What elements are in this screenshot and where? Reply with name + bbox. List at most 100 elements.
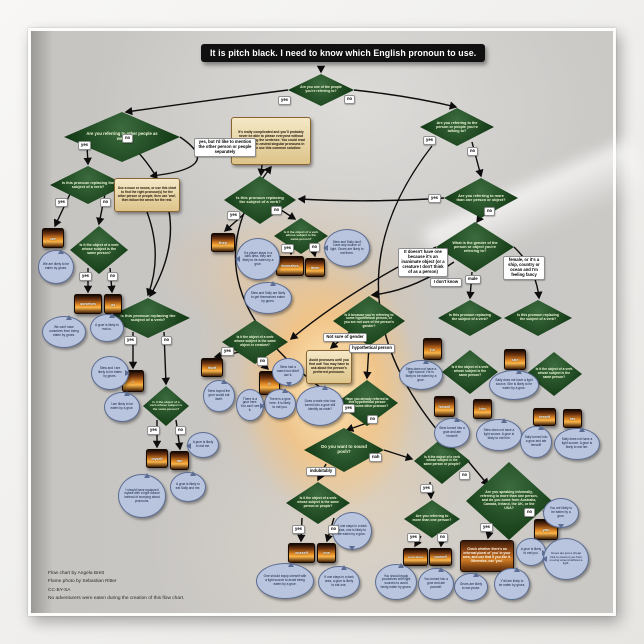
flow-arrow <box>383 449 414 462</box>
bubble-tail <box>472 569 479 577</box>
bubble-tail <box>501 415 508 423</box>
bubble-tail <box>513 564 520 572</box>
bubble-them-example: Stew and Sally don't have any source of … <box>323 229 370 267</box>
bubble-tail <box>341 562 347 570</box>
decision-hypothetical-or-unsure-text: Is it because you're referring to some h… <box>343 312 395 328</box>
bubble-you-example-2-text: A grue is likely to eat you. <box>520 547 542 555</box>
result-ourselves-text: ourselves <box>80 302 96 306</box>
decision-more-than-one-text: Are you referring to more than one perso… <box>456 193 506 202</box>
branch-label: no <box>100 198 112 207</box>
bubble-themselves-example: Stew and Sally are likely to get themsel… <box>244 281 292 314</box>
bubble-tail <box>281 385 288 393</box>
branch-label: yes <box>278 96 291 105</box>
bubble-him-example-text: Stew does not have a light source. A gru… <box>483 428 515 440</box>
poster-title: It is pitch black. I need to know which … <box>201 44 486 62</box>
branch-label: no <box>459 471 471 480</box>
bubble-one-example-2-text: If one stays in a dark area, a grue is l… <box>324 575 354 587</box>
bubble-herself-example-text: Sally turned into a grue and ate herself… <box>524 435 548 447</box>
bubble-they-example-text: If a player stays in a dark area, they a… <box>242 250 274 266</box>
bubble-tail <box>260 402 268 409</box>
result-her-text: her <box>569 416 576 421</box>
bubble-oneself-example: One should equip oneself with a light so… <box>256 562 314 599</box>
branch-label: no <box>161 336 173 345</box>
result-myself-text: myself <box>151 456 163 461</box>
result-us-text: us <box>110 301 116 307</box>
result-he-text: he <box>430 346 435 352</box>
bubble-tail <box>285 382 292 390</box>
result-oneself: oneself <box>288 543 315 563</box>
note-really-complicated-text: It's really complicated and you'll proba… <box>237 130 305 150</box>
bubble-it-example-1: Stew had a match but didn't use it. <box>272 358 304 387</box>
result-themselves-text: themselves <box>281 264 299 268</box>
branch-label: yes, but I'd like to mention the other p… <box>194 138 256 157</box>
bubble-he-example-text: Stew does not have a light source. He is… <box>405 366 437 382</box>
branch-label: yes <box>55 198 68 207</box>
flow-arrow <box>146 211 156 297</box>
bubble-tail <box>453 414 460 422</box>
result-herself-text: herself <box>538 415 551 419</box>
branch-label: no <box>524 508 536 517</box>
branch-label: yes <box>124 336 137 345</box>
bubble-we-example: We are likely to be eaten by grues. <box>38 249 74 284</box>
decision-we-reflexive-text: Is it the object of a verb whose subject… <box>79 243 119 255</box>
flow-arrow <box>257 164 266 177</box>
result-yourself: yourself <box>429 548 452 566</box>
note-use-noun-and: Use a noun or nouns, or use this chart t… <box>114 178 180 212</box>
result-i-text: I <box>132 378 134 384</box>
bubble-ourselves-example-text: We can't save ourselves from being eaten… <box>49 325 79 337</box>
decision-they-reflexive-text: Is it the object of a verb whose subject… <box>283 229 319 241</box>
decision-talking-to-text: Are you referring to the person or peopl… <box>436 120 478 134</box>
branch-label: female, or it's a ship, country or ocean… <box>503 256 545 280</box>
result-yourselves: yourselves <box>403 548 428 566</box>
branch-label: yes <box>480 523 493 532</box>
decision-gender-text: What is the gender of the person or obje… <box>452 240 498 254</box>
bubble-tail <box>437 564 444 572</box>
bubble-her-example-text: Sally does not have a light source. A gr… <box>561 437 593 449</box>
branch-label: yes <box>147 426 160 435</box>
bubble-tail <box>66 312 73 320</box>
bubble-tail <box>539 555 547 562</box>
bubble-grue-identify-male-text: Does a male who has turned into a grue s… <box>304 399 336 411</box>
branch-label: Not sure of gender <box>323 333 367 342</box>
credit-line: Flow chart by Angela Brett <box>48 571 104 576</box>
bubble-tail <box>516 366 523 374</box>
branch-label: male <box>465 275 481 284</box>
decision-they-subject-text: Is this pronoun replacing the subject of… <box>236 194 284 204</box>
result-they: they <box>211 233 235 252</box>
bubble-i-example-2: I am likely to be eaten by a grue. <box>104 391 140 422</box>
bubble-it-example-1-text: Stew had a match but didn't use it. <box>276 365 300 377</box>
result-himself: himself <box>434 396 455 417</box>
note-avoid-pronouns-text: Avoid pronouns until you find out! You m… <box>309 358 349 374</box>
branch-label: no <box>271 206 283 215</box>
branch-label: yes <box>221 347 234 356</box>
decision-you-plural-text: Are you referring to more than one perso… <box>412 514 452 522</box>
decision-he-subject-text: Is this pronoun replacing the subject of… <box>449 313 491 321</box>
bubble-i-example-1: Stew and I are likely to be eaten by gru… <box>91 356 130 390</box>
bubble-you-example-3: Grues are just a cheap trick to prevent … <box>542 538 589 580</box>
branch-label: no <box>122 134 134 143</box>
branch-label: no <box>107 272 119 281</box>
bubble-myself-example: I should have equipped myself with a lig… <box>118 473 166 518</box>
credit-line: Flame photo by Sebastian Ritter <box>48 579 117 585</box>
branch-label: yes <box>281 244 294 253</box>
decision-already-referred-text: Have you already referred to this hypoth… <box>345 396 389 408</box>
bubble-she-example: Sally does not have a light source. She … <box>489 369 539 400</box>
bubble-tail <box>398 560 404 568</box>
bubble-me-example-1: A grue is likely to eat me. <box>186 432 219 458</box>
bubble-tail <box>220 376 227 384</box>
branch-label: no <box>467 147 479 156</box>
bubble-we-example-text: We are likely to be eaten by grues. <box>42 262 70 270</box>
branch-label: yes <box>79 272 92 281</box>
bubble-tail <box>322 382 329 390</box>
result-them: them <box>305 258 325 277</box>
bubble-us-example: A grue is likely to eat us. <box>90 313 124 342</box>
result-one: one <box>317 543 336 563</box>
branch-label: yes <box>423 136 436 145</box>
bubble-tail <box>320 245 328 252</box>
branch-label: no <box>344 95 356 104</box>
branch-label: yes <box>227 211 240 220</box>
bubble-itself-example-text: Stew hoped the grue would eat itself. <box>207 389 231 401</box>
result-he: he <box>423 338 442 360</box>
branch-label: yes <box>428 194 441 203</box>
bubble-me-example-2: A grue is likely to eat Sally and me. <box>170 471 206 502</box>
